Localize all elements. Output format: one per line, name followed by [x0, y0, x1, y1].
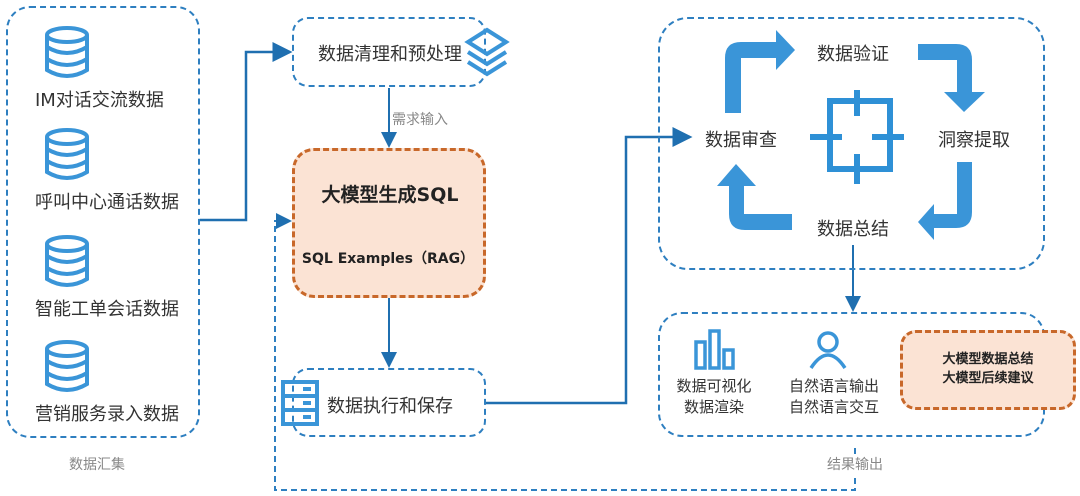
data-sources-group — [6, 6, 200, 438]
llm-summary-box[interactable] — [900, 330, 1076, 410]
bar-chart-icon — [694, 329, 735, 370]
nl-line1: 自然语言输出 — [788, 377, 880, 395]
llm-sql-title: 大模型生成SQL — [321, 184, 459, 206]
visual-line1: 数据可视化 — [676, 377, 752, 395]
feedback-loop — [274, 213, 856, 491]
requirement-input-label: 需求输入 — [392, 112, 448, 128]
server-icon — [281, 380, 319, 426]
execute-box[interactable] — [292, 368, 486, 437]
user-icon — [809, 331, 847, 369]
data-collection-caption: 数据汇集 — [69, 457, 125, 473]
result-output-caption: 结果输出 — [827, 454, 883, 474]
nl-line2: 自然语言交互 — [788, 398, 880, 416]
cycle-arrow-bottom-left — [717, 164, 792, 230]
arrow-sources-to-cleaning — [200, 42, 293, 222]
cycle-arrow-top-right — [918, 44, 985, 112]
visual-line2: 数据渲染 — [683, 398, 745, 416]
cycle-arrows — [717, 30, 985, 240]
cycle-review: 数据审查 — [705, 130, 777, 151]
data-source-label: IM对话交流数据 — [35, 90, 164, 111]
cycle-verify: 数据验证 — [817, 44, 889, 65]
data-source-label: 呼叫中心通话数据 — [35, 192, 179, 213]
database-icon — [45, 340, 89, 392]
data-source-label: 营销服务录入数据 — [35, 404, 179, 425]
llm-sql-box[interactable] — [292, 148, 486, 298]
execute-label: 数据执行和保存 — [327, 396, 453, 417]
cycle-insight: 洞察提取 — [938, 130, 1010, 151]
data-source-label: 智能工单会话数据 — [35, 299, 179, 320]
cleaning-label: 数据清理和预处理 — [318, 44, 462, 65]
cycle-arrow-top-left — [725, 30, 795, 113]
natural-language-text: 自然语言输出 自然语言交互 — [789, 376, 879, 418]
database-icon — [45, 26, 89, 78]
visualization-text: 数据可视化 数据渲染 — [676, 376, 751, 418]
crosshair-icon — [810, 90, 904, 184]
llm-summary-text: 大模型数据总结 大模型后续建议 — [942, 350, 1033, 388]
cycle-summary: 数据总结 — [817, 219, 889, 240]
llm-line2: 大模型后续建议 — [942, 371, 1034, 386]
llm-sql-subtitle: SQL Examples（RAG） — [301, 251, 475, 267]
cycle-arrow-bottom-right — [918, 162, 972, 240]
analysis-cycle-group — [658, 17, 1045, 270]
database-icon — [45, 235, 89, 287]
llm-line1: 大模型数据总结 — [942, 352, 1034, 367]
database-icon — [45, 128, 89, 180]
layers-icon — [464, 27, 510, 77]
